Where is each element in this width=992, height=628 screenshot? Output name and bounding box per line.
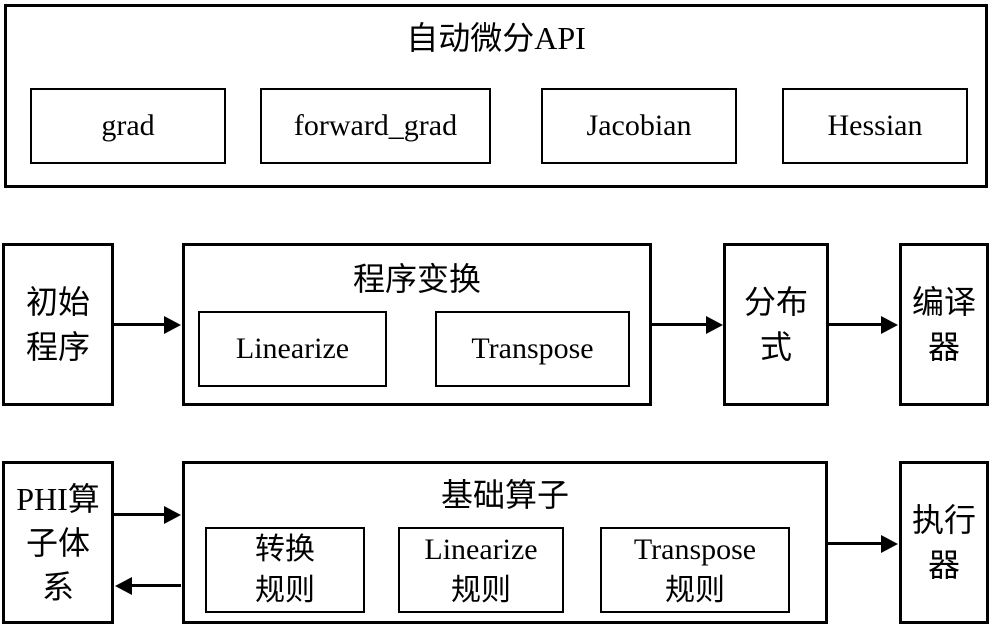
rule-box-convert: 转换 规则 [205, 527, 365, 613]
rule-box-linearize-label: Linearize 规则 [424, 529, 537, 611]
label-line: 系 [41, 568, 74, 605]
distributed-box: 分布 式 [723, 243, 829, 406]
arrow-head-right-icon [706, 316, 723, 334]
label-line: Transpose [633, 533, 757, 566]
pass-box-linearize: Linearize [198, 311, 387, 387]
phi-operator-system-box: PHI算 子体 系 [2, 461, 114, 624]
api-box-hessian: Hessian [782, 88, 968, 164]
label-line: Linearize [424, 533, 538, 566]
label-line: 程序 [25, 328, 90, 365]
api-box-jacobian: Jacobian [541, 88, 737, 164]
api-box-forward-grad-label: forward_grad [293, 109, 458, 142]
label-line: 初始 [25, 283, 90, 320]
label-line: 子体 [25, 524, 90, 561]
rule-box-transpose-label: Transpose 规则 [634, 529, 756, 611]
executor-label: 执行 器 [912, 498, 976, 588]
arrow-shaft [829, 323, 884, 326]
label-line: 器 [927, 328, 960, 365]
arrow-shaft [129, 584, 181, 587]
arrow-head-right-icon [164, 506, 181, 524]
label-line: PHI算 [16, 480, 100, 517]
initial-program-label: 初始 程序 [26, 280, 90, 370]
rule-box-convert-label: 转换 规则 [255, 529, 315, 611]
pass-box-transpose: Transpose [435, 311, 630, 387]
label-line: 规则 [665, 574, 725, 607]
arrow-shaft [114, 323, 167, 326]
api-panel-title: 自动微分API [406, 20, 586, 56]
arrow-phi-to-basic-operators [114, 506, 181, 524]
pass-box-linearize-label: Linearize [235, 332, 350, 365]
arrow-distributed-to-compiler [829, 316, 898, 334]
label-line: 分布 [743, 283, 808, 320]
arrow-head-left-icon [115, 577, 132, 595]
arrow-initial-to-transform [114, 316, 181, 334]
pass-box-transpose-label: Transpose [471, 332, 594, 365]
arrow-basic-operators-to-executor [828, 535, 898, 553]
basic-operators-panel: 基础算子 转换 规则 Linearize 规则 Transpose 规则 [182, 461, 828, 624]
api-box-jacobian-label: Jacobian [586, 109, 692, 142]
arrow-head-right-icon [881, 316, 898, 334]
initial-program-box: 初始 程序 [2, 243, 114, 406]
api-box-grad-label: grad [101, 109, 155, 142]
label-line: 编译 [911, 283, 976, 320]
label-line: 执行 [911, 501, 976, 538]
phi-operator-system-label: PHI算 子体 系 [16, 477, 100, 609]
arrow-shaft [828, 542, 884, 545]
arrow-head-right-icon [164, 316, 181, 334]
arrow-head-right-icon [881, 535, 898, 553]
api-panel: 自动微分API grad forward_grad Jacobian Hessi… [4, 4, 988, 188]
rule-box-transpose: Transpose 规则 [600, 527, 790, 613]
arrow-transform-to-distributed [652, 316, 723, 334]
api-box-hessian-label: Hessian [827, 109, 923, 142]
arrow-shaft [652, 323, 709, 326]
compiler-box: 编译 器 [899, 243, 989, 406]
compiler-label: 编译 器 [912, 280, 976, 370]
label-line: 转换 [255, 533, 315, 566]
label-line: 式 [759, 328, 792, 365]
api-box-forward-grad: forward_grad [260, 88, 491, 164]
label-line: 器 [927, 546, 960, 583]
distributed-label: 分布 式 [744, 280, 808, 370]
program-transform-panel: 程序变换 Linearize Transpose [182, 243, 652, 406]
arrow-basic-operators-to-phi [115, 577, 181, 595]
rule-box-linearize: Linearize 规则 [398, 527, 564, 613]
label-line: 规则 [451, 574, 511, 607]
api-box-grad: grad [30, 88, 226, 164]
basic-operators-title: 基础算子 [440, 477, 569, 513]
program-transform-title: 程序变换 [352, 261, 481, 297]
executor-box: 执行 器 [899, 461, 989, 624]
arrow-shaft [114, 513, 167, 516]
label-line: 规则 [255, 574, 315, 607]
